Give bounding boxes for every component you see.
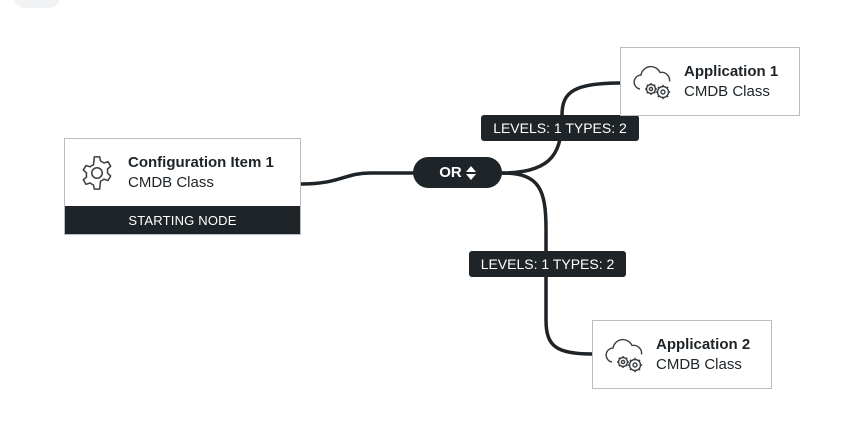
application-1-body: Application 1 CMDB Class: [621, 48, 799, 115]
cloud-gears-icon: [631, 62, 675, 102]
or-operator-toggle[interactable]: OR: [413, 157, 502, 188]
application-2-body: Application 2 CMDB Class: [593, 321, 771, 388]
application-2-title: Application 2: [656, 335, 751, 353]
edge-label-application-2[interactable]: LEVELS: 1 TYPES: 2: [469, 251, 626, 277]
application-2-text: Application 2 CMDB Class: [656, 335, 750, 375]
edge-start-to-or: [299, 171, 415, 186]
starting-node-subtitle: CMDB Class: [128, 174, 214, 191]
gear-icon: [77, 154, 117, 192]
sort-arrows-icon: [465, 165, 476, 180]
application-1-card[interactable]: Application 1 CMDB Class: [620, 47, 800, 116]
or-operator-label: OR: [439, 164, 462, 181]
application-1-text: Application 1 CMDB Class: [684, 62, 778, 102]
application-1-title: Application 1: [684, 62, 779, 80]
starting-node-text: Configuration Item 1 CMDB Class: [128, 153, 274, 193]
edge-or-to-application-2: [500, 171, 594, 356]
top-partial-control: [14, 0, 60, 8]
starting-node-title: Configuration Item 1: [128, 154, 274, 171]
cloud-gears-icon: [603, 335, 647, 375]
application-2-subtitle: CMDB Class: [656, 355, 742, 373]
starting-node-body: Configuration Item 1 CMDB Class: [65, 139, 300, 207]
edge-label-application-1[interactable]: LEVELS: 1 TYPES: 2: [481, 115, 639, 141]
starting-node-footer: STARTING NODE: [65, 206, 300, 234]
starting-node-card[interactable]: Configuration Item 1 CMDB Class STARTING…: [64, 138, 301, 235]
application-1-subtitle: CMDB Class: [684, 82, 770, 100]
application-2-card[interactable]: Application 2 CMDB Class: [592, 320, 772, 389]
